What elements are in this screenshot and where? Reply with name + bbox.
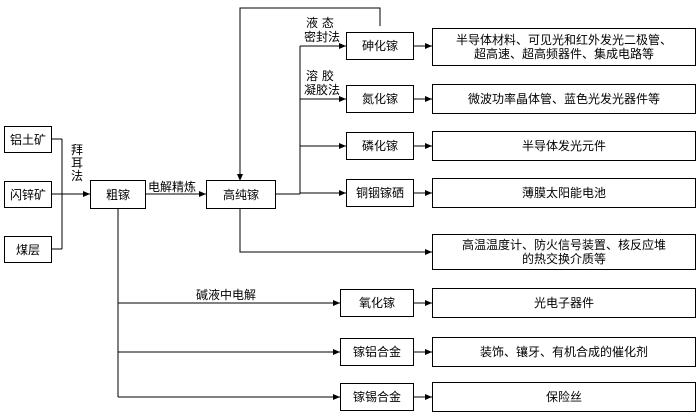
ga2o3-use-text: 光电子器件 <box>533 296 594 310</box>
bauxite-label: 铝土矿 <box>9 132 46 147</box>
gaas-box: 砷化镓 <box>346 32 414 60</box>
coal-layer-label: 煤层 <box>15 242 40 257</box>
pure-gallium-box: 高纯镓 <box>206 180 276 209</box>
cigs-box: 铜铟镓硒 <box>346 179 414 207</box>
gap-use-text: 半导体发光元件 <box>521 139 606 153</box>
gan-label: 氮化镓 <box>361 92 398 106</box>
gaas-loop-connector <box>237 7 381 181</box>
ga-al-use-text: 装饰、镶牙、有机合成的催化剂 <box>479 345 648 359</box>
gan-use-text: 微波功率晶体管、蓝色光发光器件等 <box>467 92 660 106</box>
liquid-seal-label-line2: 密封法 <box>304 30 341 44</box>
gan-box: 氮化镓 <box>346 85 414 113</box>
crude-gallium-label: 粗镓 <box>105 187 130 202</box>
gap-use-box: 半导体发光元件 <box>432 131 696 161</box>
gan-use-box: 微波功率晶体管、蓝色光发光器件等 <box>432 84 696 114</box>
coal-layer-box: 煤层 <box>4 236 52 263</box>
gaas-use-line2: 超高速、超高频器件、集成电路等 <box>473 47 654 61</box>
gaas-use-line1: 半导体材料、可见光和红外发光二极管、 <box>455 33 672 47</box>
cigs-label: 铜铟镓硒 <box>355 186 404 200</box>
pure-gallium-label: 高纯镓 <box>222 187 259 202</box>
pure-gallium-use-box: 高温温度计、防火信号装置、核反应堆 的热交换介质等 <box>432 234 696 270</box>
ga-sn-use-box: 保险丝 <box>432 382 696 412</box>
ga2o3-label: 氧化镓 <box>358 296 395 310</box>
sphalerite-box: 闪锌矿 <box>4 181 52 208</box>
ga2o3-use-box: 光电子器件 <box>432 288 696 318</box>
electrolytic-refining-label: 电解精炼 <box>148 180 197 194</box>
pure-gallium-use-line1: 高温温度计、防火信号装置、核反应堆 <box>461 238 666 252</box>
sol-gel-label-line2: 凝胶法 <box>304 83 341 97</box>
ga-al-use-box: 装饰、镶牙、有机合成的催化剂 <box>432 337 696 367</box>
bayer-process-label: 拜耳法 <box>70 143 83 183</box>
gaas-use-box: 半导体材料、可见光和红外发光二极管、 超高速、超高频器件、集成电路等 <box>432 28 696 66</box>
ga2o3-box: 氧化镓 <box>340 289 414 317</box>
ga-sn-alloy-box: 镓锡合金 <box>340 383 414 411</box>
cigs-use-box: 薄膜太阳能电池 <box>432 178 696 208</box>
sphalerite-label: 闪锌矿 <box>9 187 46 202</box>
liquid-seal-label-line1: 液 态 <box>306 16 334 30</box>
ga-al-alloy-box: 镓铝合金 <box>340 338 414 366</box>
ga-sn-use-text: 保险丝 <box>545 390 582 404</box>
crude-gallium-box: 粗镓 <box>90 180 146 209</box>
alkali-electrolysis-label: 碱液中电解 <box>196 288 257 302</box>
ga-al-alloy-label: 镓铝合金 <box>352 345 401 359</box>
gaas-label: 砷化镓 <box>361 39 398 53</box>
pure-gallium-use-line2: 的热交换介质等 <box>521 252 606 266</box>
cigs-use-text: 薄膜太阳能电池 <box>521 186 606 200</box>
sol-gel-label-line1: 溶 胶 <box>306 69 334 83</box>
gap-label: 磷化镓 <box>361 139 398 153</box>
arrow-pure-to-uses <box>239 209 432 255</box>
ga-sn-alloy-label: 镓锡合金 <box>352 390 401 404</box>
bauxite-box: 铝土矿 <box>4 126 52 153</box>
gap-box: 磷化镓 <box>346 132 414 160</box>
